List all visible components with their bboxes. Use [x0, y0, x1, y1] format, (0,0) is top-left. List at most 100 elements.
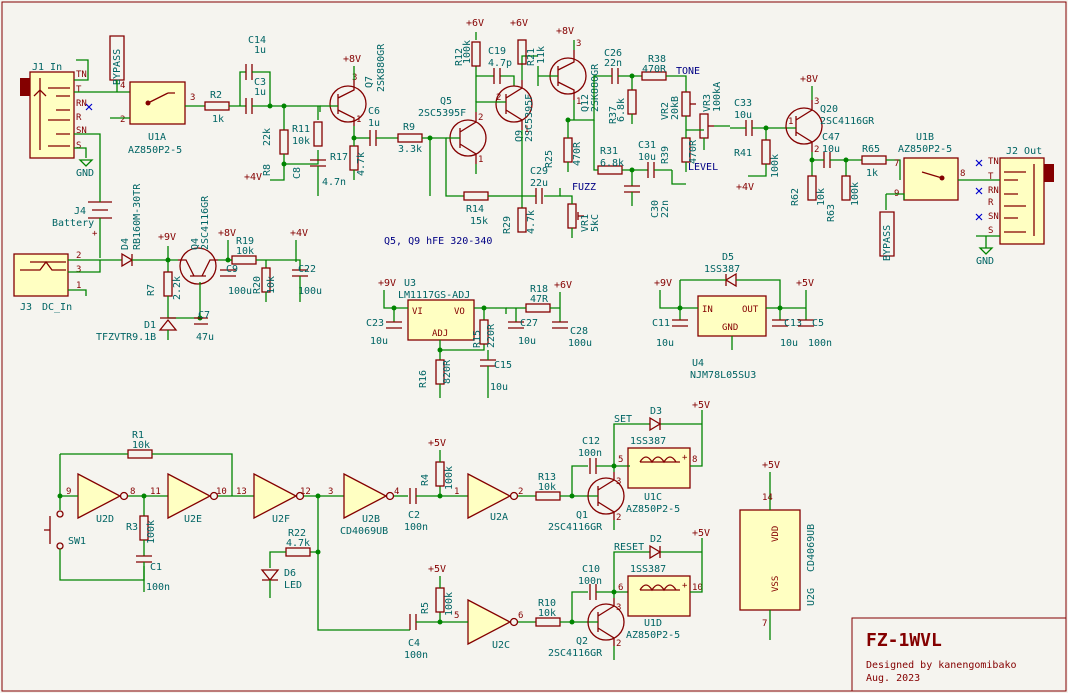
svg-text:2.2k: 2.2k: [172, 276, 183, 300]
svg-text:100n: 100n: [404, 522, 428, 533]
svg-text:R13: R13: [538, 472, 556, 483]
j2-pin-s: S: [988, 226, 993, 236]
svg-text:R38: R38: [648, 54, 666, 65]
r20-resistor: R20 10k: [252, 267, 277, 294]
c9-capacitor: C9 100u: [220, 264, 252, 297]
r10-resistor: R10 10k: [535, 598, 561, 627]
svg-text:1: 1: [524, 125, 529, 135]
svg-text:22n: 22n: [660, 200, 671, 218]
svg-text:C7: C7: [198, 310, 210, 321]
svg-text:4: 4: [120, 81, 125, 91]
svg-text:Q1: Q1: [576, 510, 588, 521]
svg-text:6.8k: 6.8k: [600, 158, 624, 169]
q20-bjt: Q20 2SC4116GR 1 3 2: [785, 97, 875, 155]
level-label: LEVEL: [688, 162, 718, 173]
svg-text:IN: IN: [702, 305, 713, 315]
svg-text:1u: 1u: [368, 118, 380, 129]
u2f-inverter: U2F 13 12: [236, 472, 311, 525]
svg-text:100n: 100n: [808, 338, 832, 349]
j2-pin-rn: RN: [988, 186, 999, 196]
svg-text:1: 1: [576, 97, 581, 107]
svg-text:R31: R31: [600, 146, 618, 157]
svg-text:10u: 10u: [370, 336, 388, 347]
c27-capacitor: C27 10u: [508, 318, 538, 347]
svg-text:2SK880GR: 2SK880GR: [590, 63, 601, 112]
svg-text:R14: R14: [466, 204, 484, 215]
svg-text:2SK880GR: 2SK880GR: [376, 43, 387, 92]
svg-text:3: 3: [190, 93, 195, 103]
svg-text:CD4069UB: CD4069UB: [340, 526, 388, 537]
svg-text:14: 14: [762, 493, 773, 503]
svg-text:1: 1: [454, 487, 459, 497]
p5v-d3: +5V: [692, 400, 710, 411]
svg-text:13: 13: [236, 487, 247, 497]
r4-resistor: R4 100k: [420, 461, 455, 490]
svg-text:3: 3: [616, 603, 621, 613]
r31-resistor: R31 6.8k: [597, 146, 624, 175]
svg-text:3: 3: [328, 487, 333, 497]
svg-text:1k: 1k: [866, 168, 878, 179]
r5-resistor: R5 100k: [420, 587, 455, 616]
svg-text:2SC4116GR: 2SC4116GR: [548, 648, 603, 659]
c28-capacitor: C28 100u: [552, 321, 592, 349]
d2-diode: D2 1SS387: [630, 534, 666, 575]
j1-pin-r: R: [76, 113, 82, 123]
svg-text:R20: R20: [252, 276, 263, 294]
r13-resistor: R13 10k: [535, 472, 561, 501]
svg-text:1u: 1u: [254, 45, 266, 56]
gnd-label-j2: GND: [976, 256, 994, 267]
svg-text:12: 12: [300, 487, 311, 497]
svg-text:22n: 22n: [604, 58, 622, 69]
svg-text:VR3: VR3: [702, 94, 713, 112]
svg-text:7: 7: [894, 159, 899, 169]
q9-value: 2SC5395F: [524, 94, 535, 142]
j1-pin-s: S: [76, 141, 81, 151]
svg-text:100k: 100k: [444, 592, 455, 616]
svg-text:5kC: 5kC: [590, 214, 601, 232]
svg-text:D4: D4: [120, 238, 131, 250]
svg-text:BYPASS: BYPASS: [112, 49, 123, 85]
p9v-u3: +9V: [378, 278, 396, 289]
q2-bjt: Q2 2SC4116GR 3 2: [548, 598, 625, 659]
svg-text:1k: 1k: [212, 114, 224, 125]
d4-diode: D4 RB160M-30TR: [120, 183, 143, 268]
c6-capacitor: C6 1u: [368, 106, 380, 146]
svg-text:R2: R2: [210, 90, 222, 101]
svg-text:C12: C12: [582, 436, 600, 447]
svg-text:D6: D6: [284, 568, 296, 579]
svg-text:+: +: [92, 229, 98, 239]
c31-capacitor: C31 10u: [638, 140, 656, 178]
svg-text:C1: C1: [150, 562, 162, 573]
designer-text: Designed by kanengomibako: [866, 660, 1017, 671]
svg-text:C9: C9: [226, 264, 238, 275]
svg-text:1SS387: 1SS387: [630, 564, 666, 575]
svg-text:D5: D5: [722, 252, 734, 263]
svg-text:820R: 820R: [442, 359, 453, 384]
svg-text:4.7k: 4.7k: [356, 152, 367, 176]
svg-text:R1: R1: [132, 430, 144, 441]
svg-text:+: +: [682, 453, 688, 463]
svg-text:R25: R25: [544, 150, 555, 168]
p5v-r4: +5V: [428, 438, 446, 449]
svg-text:2SC5395F: 2SC5395F: [418, 108, 466, 119]
svg-text:R12: R12: [454, 48, 465, 66]
svg-text:U1D: U1D: [644, 618, 662, 629]
u2a-inverter: U2A 1 2: [454, 472, 523, 523]
j3-dc-jack: J3 DC_In 2 3 1: [13, 251, 81, 313]
svg-text:3: 3: [576, 39, 581, 49]
svg-text:C6: C6: [368, 106, 380, 117]
j1-input-jack: J1 In TN T RN R SN S: [20, 62, 87, 159]
svg-text:100k: 100k: [462, 40, 473, 64]
j1-pin-sn: SN: [76, 126, 87, 136]
svg-text:470R: 470R: [688, 139, 699, 164]
svg-text:1SS387: 1SS387: [630, 436, 666, 447]
svg-text:AZ850P2-5: AZ850P2-5: [626, 630, 680, 641]
c47-capacitor: C47 10u: [822, 132, 840, 168]
u1b-value: AZ850P2-5: [898, 144, 952, 155]
d3-diode: D3 1SS387: [630, 406, 666, 447]
p6v-r12: +6V: [466, 18, 484, 29]
svg-text:2: 2: [478, 113, 483, 123]
svg-text:1SS387: 1SS387: [704, 264, 740, 275]
svg-text:2: 2: [616, 639, 621, 649]
